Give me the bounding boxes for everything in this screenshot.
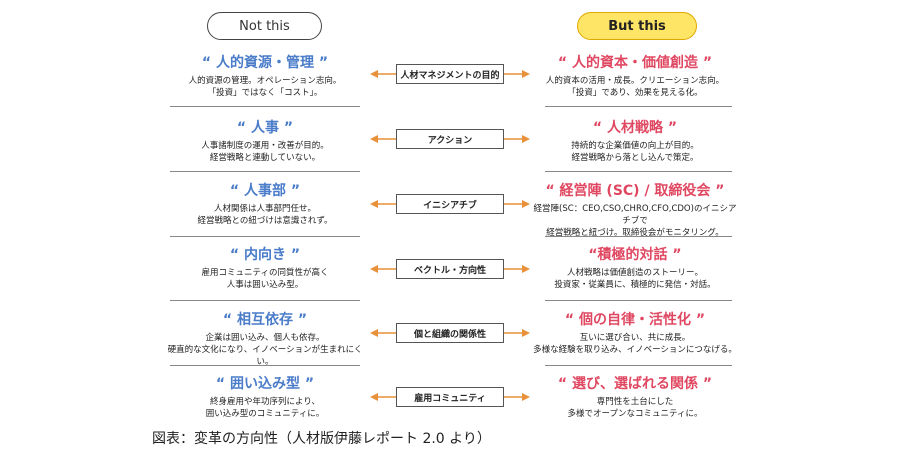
right-item-5: “ 個の自律・活性化 ” 互いに選び合い、共に成長。 多様な経験を取り込み、イノ… <box>530 311 740 356</box>
right-description: 専門性を土台にした 多様でオープンなコミュニティに。 <box>567 397 703 419</box>
left-title: “ 囲い込み型 ” <box>215 376 315 392</box>
left-title: “ 人的資源・管理 ” <box>201 55 329 71</box>
divider <box>170 171 360 172</box>
left-description: 雇用コミュニティの同質性が高く 人事は囲い込み型。 <box>201 268 329 290</box>
left-description: 人事諸制度の運用・改善が目的。 経営戦略と連動していない。 <box>201 141 329 163</box>
right-title: “ 経営陣 (SC) / 取締役会 ” <box>545 183 725 199</box>
divider <box>545 236 732 237</box>
right-title: “ 選び、選ばれる関係 ” <box>557 376 713 392</box>
right-item-4: “積極的対話 ” 人材戦略は価値創造のストーリー。 投資家・従業員に、積極的に発… <box>530 246 740 291</box>
right-description: 人材戦略は価値創造のストーリー。 投資家・従業員に、積極的に発信・対話。 <box>554 268 716 290</box>
left-item-1: “ 人的資源・管理 ” 人的資源の管理。オペレーション志向。 「投資」ではなく「… <box>160 54 370 99</box>
divider <box>170 365 360 366</box>
left-item-4: “ 内向き ” 雇用コミュニティの同質性が高く 人事は囲い込み型。 <box>160 246 370 291</box>
left-description: 企業は囲い込み、個人も依存。 硬直的な文化になり、イノベーションが生まれにくい。 <box>167 333 363 367</box>
right-description: 経営陣(SC：CEO,CSO,CHRO,CFO,CDO)のイニシアチブで 経営戦… <box>533 204 737 238</box>
right-item-6: “ 選び、選ばれる関係 ” 専門性を土台にした 多様でオープンなコミュニティに。 <box>530 375 740 420</box>
divider <box>170 236 360 237</box>
right-title: “ 個の自律・活性化 ” <box>564 312 706 328</box>
left-item-2: “ 人事 ” 人事諸制度の運用・改善が目的。 経営戦略と連動していない。 <box>160 119 370 164</box>
right-description: 互いに選び合い、共に成長。 多様な経験を取り込み、イノベーションにつなげる。 <box>533 333 737 355</box>
right-title: “ 人的資本・価値創造 ” <box>557 55 713 71</box>
right-title: “ 人材戦略 ” <box>592 120 678 136</box>
left-title: “ 人事部 ” <box>229 183 301 199</box>
right-item-1: “ 人的資本・価値創造 ” 人的資本の活用・成長。クリエーション志向。 「投資」… <box>530 54 740 99</box>
right-description: 持続的な企業価値の向上が目的。 経営戦略から落とし込んで策定。 <box>571 141 699 163</box>
aspect-box-5: 個と組織の関係性 <box>396 323 504 343</box>
left-item-6: “ 囲い込み型 ” 終身雇用や年功序列により、 囲い込み型のコミュニティに。 <box>160 375 370 420</box>
left-description: 終身雇用や年功序列により、 囲い込み型のコミュニティに。 <box>205 397 325 419</box>
divider <box>545 171 732 172</box>
aspect-box-4: ベクトル・方向性 <box>396 259 504 279</box>
right-description: 人的資本の活用・成長。クリエーション志向。 「投資」であり、効果を見える化。 <box>545 76 725 98</box>
figure-caption: 図表：変革の方向性（人材版伊藤レポート 2.0 より） <box>152 431 491 447</box>
right-title: “積極的対話 ” <box>588 247 682 263</box>
aspect-box-1: 人材マネジメントの目的 <box>396 64 504 84</box>
divider <box>545 300 732 301</box>
not-this-label: Not this <box>207 12 322 40</box>
aspect-box-2: アクション <box>396 129 504 149</box>
divider <box>545 365 732 366</box>
right-item-3: “ 経営陣 (SC) / 取締役会 ” 経営陣(SC：CEO,CSO,CHRO,… <box>530 182 740 239</box>
left-item-3: “ 人事部 ” 人材関係は人事部門任せ。 経営戦略との紐づけは意識されず。 <box>160 182 370 227</box>
divider <box>545 106 732 107</box>
divider <box>170 300 360 301</box>
left-description: 人的資源の管理。オペレーション志向。 「投資」ではなく「コスト」。 <box>188 76 342 98</box>
aspect-box-6: 雇用コミュニティ <box>396 387 504 407</box>
but-this-label: But this <box>577 12 697 40</box>
aspect-box-3: イニシアチブ <box>396 194 504 214</box>
left-title: “ 内向き ” <box>229 247 301 263</box>
left-title: “ 人事 ” <box>236 120 294 136</box>
left-description: 人材関係は人事部門任せ。 経営戦略との紐づけは意識されず。 <box>197 204 333 226</box>
left-item-5: “ 相互依存 ” 企業は囲い込み、個人も依存。 硬直的な文化になり、イノベーショ… <box>160 311 370 368</box>
left-title: “ 相互依存 ” <box>222 312 308 328</box>
right-item-2: “ 人材戦略 ” 持続的な企業価値の向上が目的。 経営戦略から落とし込んで策定。 <box>530 119 740 164</box>
divider <box>170 106 360 107</box>
